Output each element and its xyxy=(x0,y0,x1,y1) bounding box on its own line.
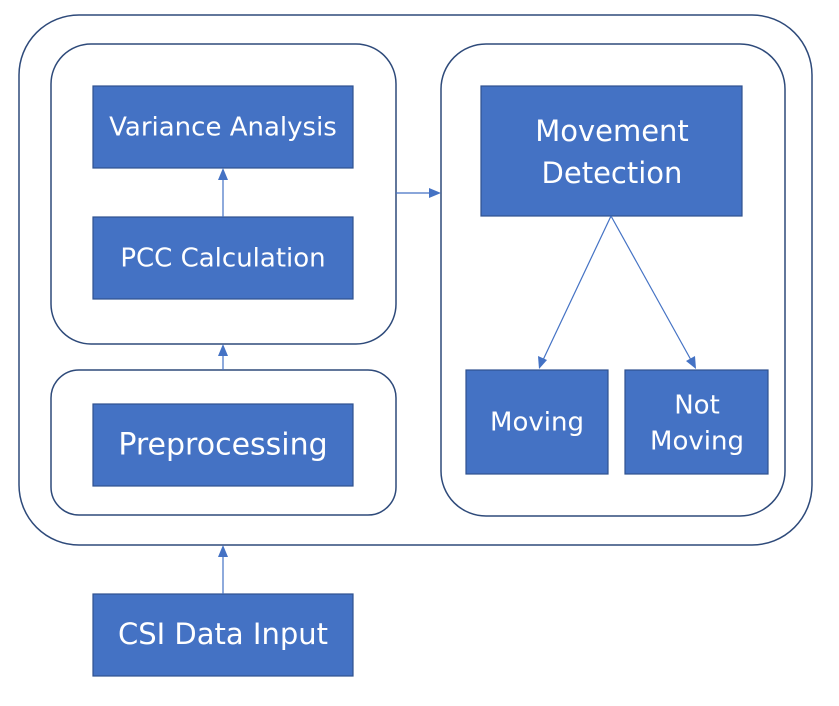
arrow-pcc-group-to-detection xyxy=(396,188,441,198)
csi-data-input-label: CSI Data Input xyxy=(118,617,328,651)
moving-node: Moving xyxy=(465,369,609,475)
not-moving-node: Not Moving xyxy=(624,369,769,475)
arrow-detection-to-moving xyxy=(538,215,612,369)
arrow-pcc-to-variance xyxy=(218,168,228,217)
arrow-csi-to-frame xyxy=(218,545,228,594)
pcc-calculation-node: PCC Calculation xyxy=(92,216,354,300)
movement-detection-node: Movement Detection xyxy=(480,85,743,217)
preprocessing-node: Preprocessing xyxy=(92,403,354,487)
preprocessing-label: Preprocessing xyxy=(118,428,327,463)
moving-label: Moving xyxy=(490,408,584,438)
movement-detection-label-line1: Movement xyxy=(535,114,689,148)
not-moving-label-line1: Not xyxy=(674,391,720,421)
variance-analysis-node: Variance Analysis xyxy=(92,85,354,169)
csi-data-input-node: CSI Data Input xyxy=(92,593,354,677)
arrow-detection-to-not-moving xyxy=(610,215,696,369)
variance-analysis-label: Variance Analysis xyxy=(109,113,337,143)
movement-detection-label-line2: Detection xyxy=(542,156,683,190)
not-moving-label-line2: Moving xyxy=(650,427,744,457)
arrow-preprocessing-to-pcc-group xyxy=(218,344,228,370)
pcc-calculation-label: PCC Calculation xyxy=(120,244,325,274)
